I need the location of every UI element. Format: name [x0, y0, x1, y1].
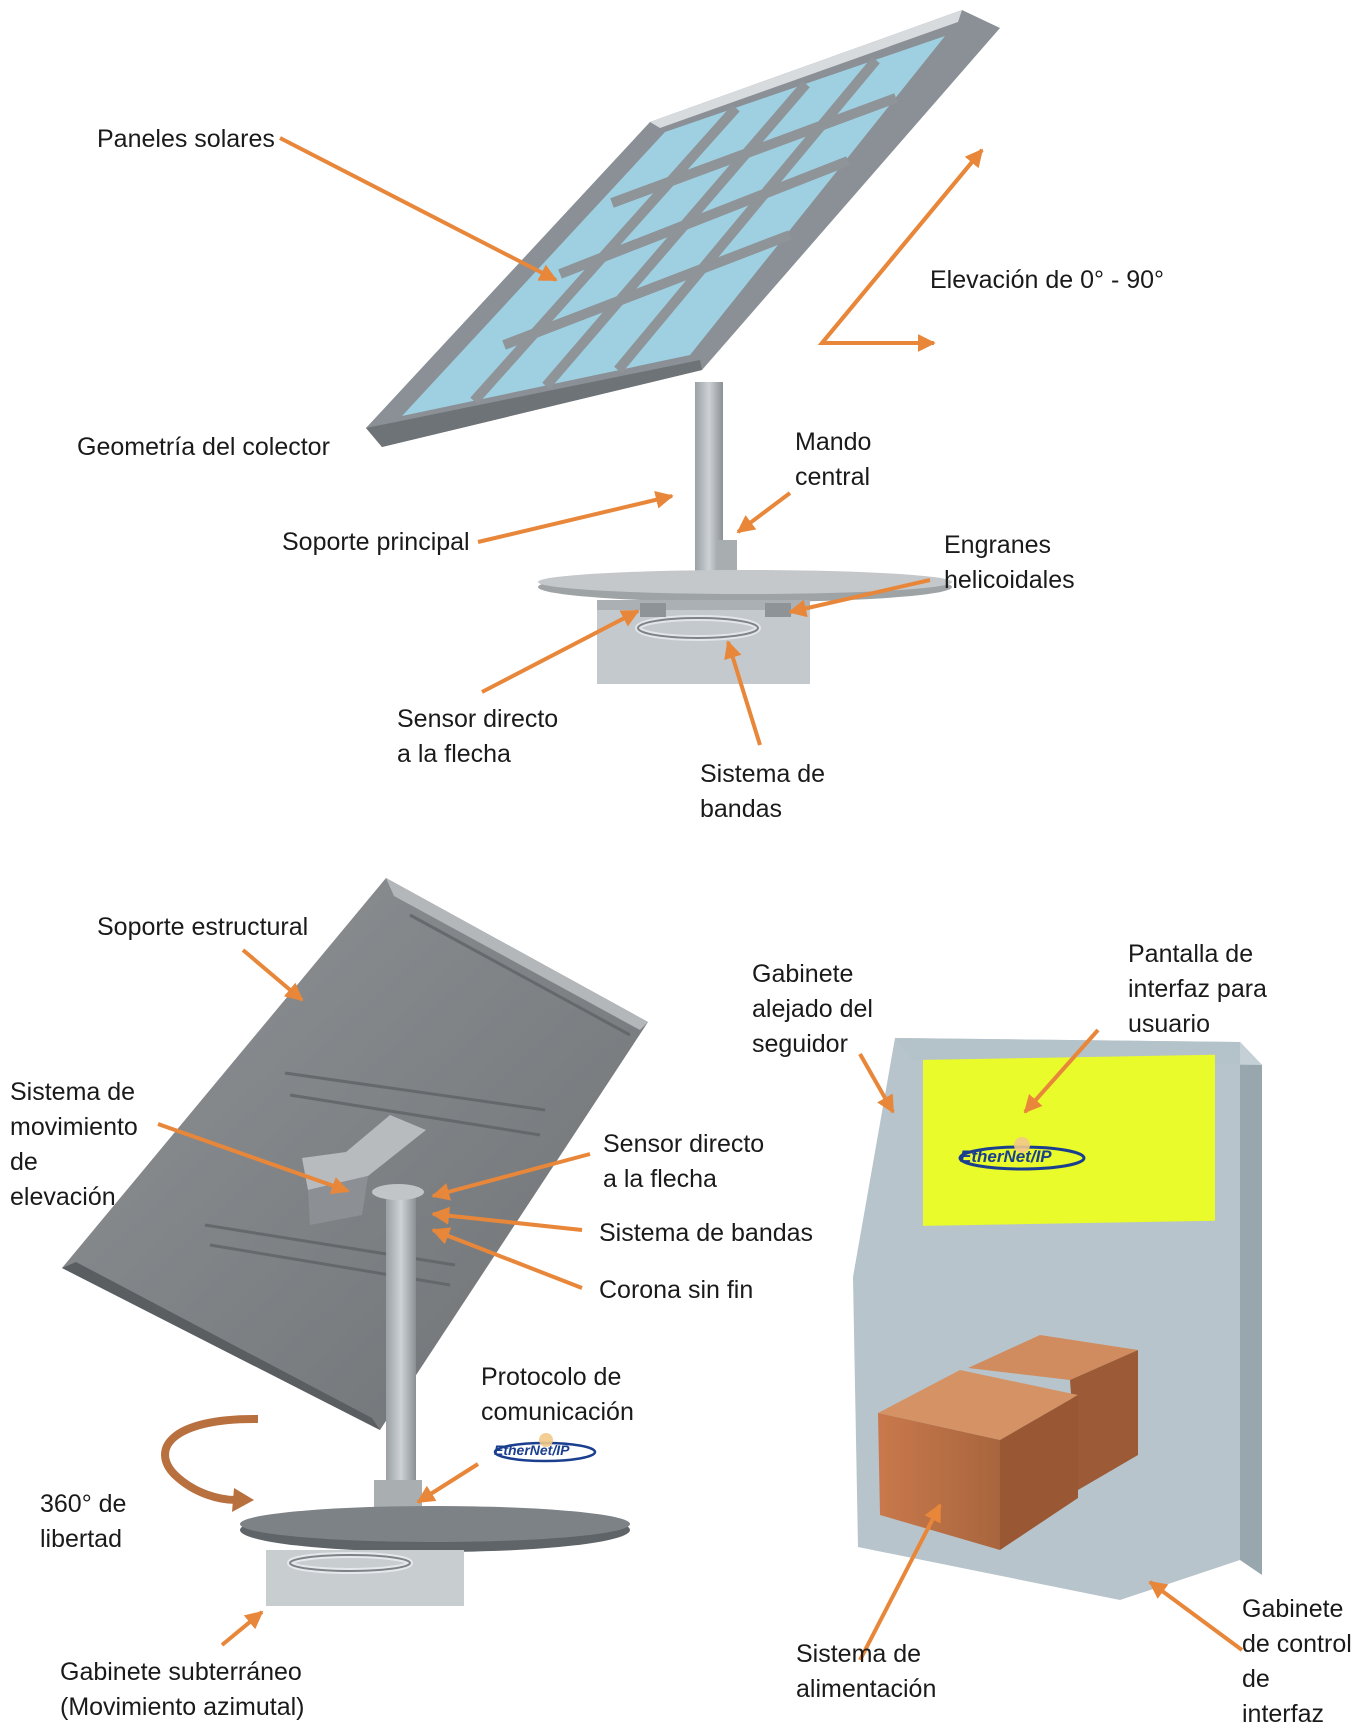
- ethernet-ip-logo-text: EtherNet/IP: [494, 1442, 569, 1458]
- ethernet-ip-logo-screen: EtherNet/IP: [952, 1137, 1092, 1197]
- label-soporte-principal: Soporte principal: [282, 525, 470, 560]
- bottom-tracker-illustration: [62, 878, 648, 1606]
- label-sensor-bottom: Sensor directo a la flecha: [603, 1127, 764, 1197]
- interface-cabinet-illustration: [853, 1038, 1262, 1600]
- ethernet-ip-logo-text: EtherNet/IP: [960, 1147, 1052, 1167]
- bottom-main-pole: [386, 1195, 416, 1480]
- label-libertad: 360° de libertad: [40, 1487, 126, 1557]
- label-gabinete-alejado: Gabinete alejado del seguidor: [752, 957, 873, 1062]
- ethernet-ip-logo-protocol: EtherNet/IP: [490, 1432, 600, 1476]
- top-tracker-illustration: [366, 10, 1000, 684]
- label-sistema-alimentacion: Sistema de alimentación: [796, 1637, 936, 1707]
- label-protocolo: Protocolo de comunicación: [481, 1360, 634, 1430]
- label-gabinete-sub: Gabinete subterráneo (Movimiento azimuta…: [60, 1655, 305, 1725]
- label-sistema-bandas-bottom: Sistema de bandas: [599, 1216, 813, 1251]
- label-elevacion: Elevación de 0° - 90°: [930, 263, 1164, 298]
- label-sistema-bandas-top: Sistema de bandas: [700, 757, 825, 827]
- label-soporte-estructural: Soporte estructural: [97, 910, 308, 945]
- label-paneles-solares: Paneles solares: [97, 122, 275, 157]
- rotation-arc: [165, 1419, 258, 1500]
- cabinet-side: [1240, 1042, 1262, 1575]
- label-pantalla: Pantalla de interfaz para usuario: [1128, 937, 1267, 1042]
- label-mando-central: Mando central: [795, 425, 871, 495]
- label-corona: Corona sin fin: [599, 1273, 753, 1308]
- label-engranes: Engranes helicoidales: [944, 528, 1075, 598]
- label-gabinete-control: Gabinete de control de interfaz: [1242, 1592, 1352, 1732]
- label-sistema-mov-elev: Sistema de movimiento de elevación: [10, 1075, 138, 1215]
- label-sensor-top: Sensor directo a la flecha: [397, 702, 558, 772]
- label-geometria: Geometría del colector: [77, 430, 330, 465]
